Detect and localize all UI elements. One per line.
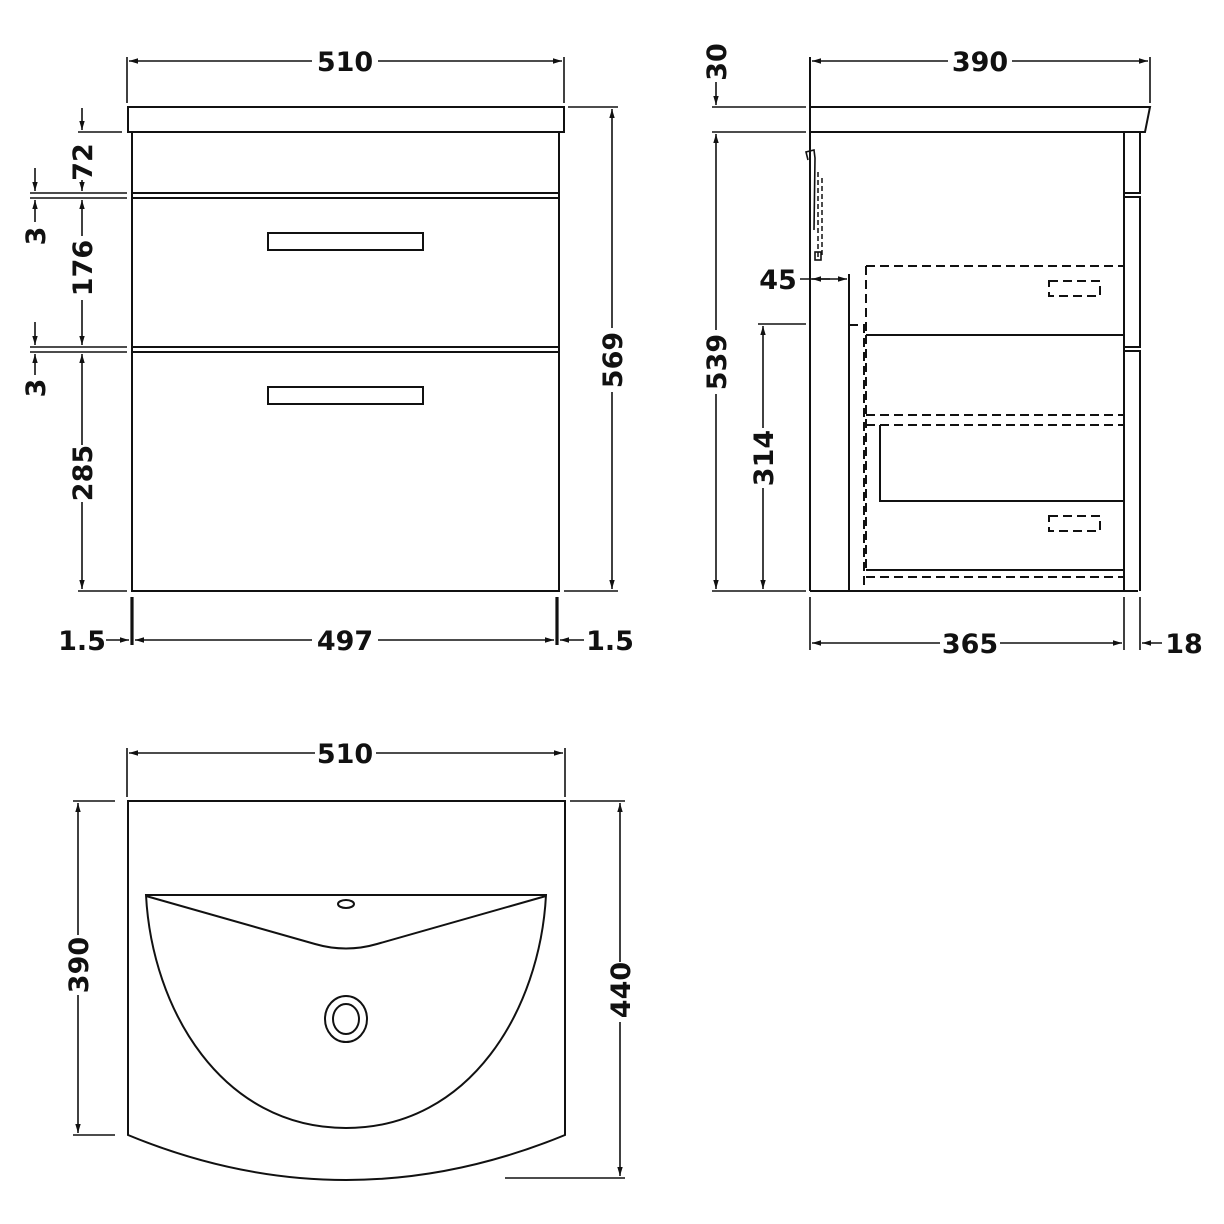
dim-front-thickness: 18 [1165, 629, 1203, 660]
dim-gap-2: 3 [21, 379, 52, 398]
side-view: 390 30 539 314 45 365 18 [702, 43, 1203, 660]
dim-gap-1: 3 [21, 227, 52, 246]
dim-lower-drawer: 285 [68, 445, 99, 501]
lower-drawer-handle [267, 386, 424, 405]
side-upper-handle [1048, 280, 1101, 297]
dim-upper-drawer: 176 [68, 240, 99, 296]
dim-left-offset: 1.5 [58, 626, 106, 657]
front-view: 510 569 72 3 176 3 285 [21, 47, 634, 657]
dim-wall-gap: 45 [759, 265, 797, 296]
side-lower-handle [1048, 515, 1101, 532]
dim-top-thickness: 30 [702, 43, 733, 81]
dim-carcass-depth: 365 [942, 629, 998, 660]
basin-outline [127, 800, 566, 1181]
side-countertop [810, 106, 1152, 133]
wall-bracket [805, 149, 816, 231]
waste-outlet [324, 995, 368, 1043]
dim-lower-height: 314 [749, 430, 780, 486]
dim-basin-center-depth: 440 [606, 962, 637, 1018]
upper-drawer-handle [267, 232, 424, 251]
basin-bowl [144, 894, 548, 1130]
dim-top-section: 72 [68, 143, 99, 181]
dim-right-offset: 1.5 [586, 626, 634, 657]
dim-body-height: 539 [702, 334, 733, 390]
dim-basin-side-depth: 390 [64, 937, 95, 993]
dim-front-height: 569 [598, 332, 629, 388]
dim-inner-width: 497 [317, 626, 373, 657]
top-view: 510 390 440 [64, 739, 637, 1181]
dim-basin-width: 510 [317, 739, 373, 770]
front-carcass [131, 132, 560, 592]
dim-front-width: 510 [317, 47, 373, 78]
front-countertop [127, 106, 565, 133]
dim-side-depth: 390 [952, 47, 1008, 78]
tap-hole [337, 899, 355, 909]
